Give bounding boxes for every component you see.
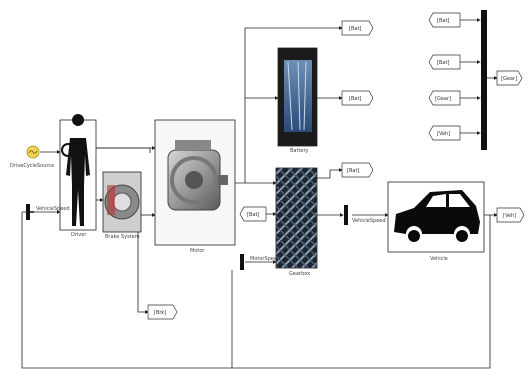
- goto-tag[interactable]: [Bat]: [341, 20, 374, 36]
- battery-label: Battery: [290, 148, 309, 154]
- battery-block[interactable]: [277, 47, 318, 147]
- from-tag[interactable]: [Bat]: [239, 206, 267, 222]
- goto-tag[interactable]: [Bat]: [341, 90, 374, 106]
- vehicle-block[interactable]: [387, 181, 485, 253]
- from-tag-label: [Gear]: [435, 96, 451, 102]
- goto-tag-label: [Bat]: [349, 96, 361, 102]
- mux-output-port[interactable]: [Gear]: [496, 70, 523, 86]
- goto-tag-label: [Brk]: [154, 310, 166, 316]
- goto-tag[interactable]: [Veh]: [496, 207, 525, 223]
- from-tag-label: [Bat]: [437, 60, 449, 66]
- motor-speed-port[interactable]: [240, 254, 244, 270]
- goto-tag-label: [Veh]: [503, 213, 516, 219]
- from-tag-label: [Bat]: [247, 212, 259, 218]
- brake-system-label: Brake System: [105, 234, 140, 240]
- from-tag[interactable]: [Bat]: [428, 12, 461, 28]
- motor-label: Motor: [190, 248, 205, 254]
- vehicle-label: Vehicle: [430, 256, 448, 262]
- vehicle-speed-port-label: VehicleSpeed: [352, 218, 386, 224]
- signal-lines: [21, 18, 498, 369]
- driver-label: Driver: [71, 232, 87, 238]
- from-tag[interactable]: [Veh]: [428, 125, 461, 141]
- drive-cycle-source-label: DriveCycleSource: [10, 163, 54, 169]
- goto-tag-label: [Bat]: [347, 168, 359, 174]
- goto-tag-label: [Bat]: [349, 26, 361, 32]
- driver-speed-port[interactable]: [26, 204, 34, 220]
- from-tag[interactable]: [Bat]: [428, 54, 461, 70]
- from-tag[interactable]: [Gear]: [428, 90, 461, 106]
- motor-block[interactable]: [154, 119, 236, 246]
- goto-tag[interactable]: [Brk]: [147, 304, 178, 320]
- driver-block[interactable]: [59, 114, 97, 231]
- driver-speed-port-label: VehicleSpeed: [36, 206, 70, 212]
- brake-system-block[interactable]: [102, 171, 142, 233]
- from-tag-label: [Bat]: [437, 18, 449, 24]
- vehicle-speed-port[interactable]: [344, 205, 348, 225]
- mux-block[interactable]: [481, 10, 487, 150]
- mux-output-label: [Gear]: [501, 76, 517, 82]
- from-tag-label: [Veh]: [437, 131, 450, 137]
- gearbox-label: Gearbox: [289, 271, 310, 277]
- gearbox-block[interactable]: [275, 167, 318, 269]
- motor-speed-port-label: MotorSpeed: [250, 256, 280, 262]
- goto-tag[interactable]: [Bat]: [341, 162, 374, 178]
- drive-cycle-source-block[interactable]: [26, 145, 40, 159]
